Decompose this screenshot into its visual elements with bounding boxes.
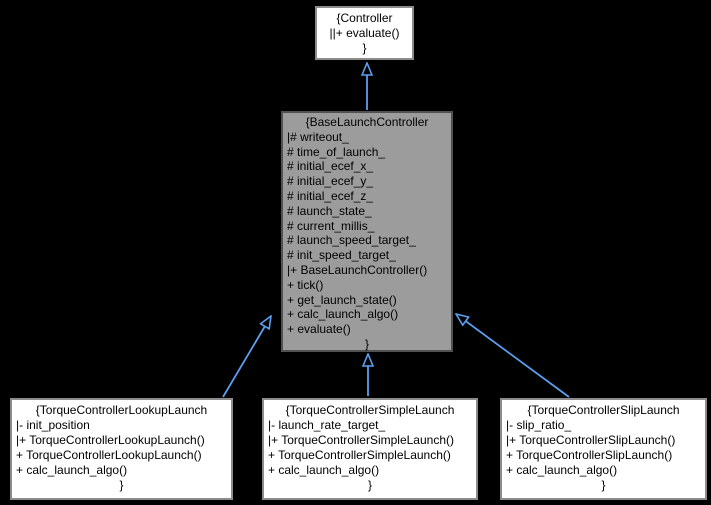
class-name-line: {TorqueControllerLookupLaunch bbox=[35, 403, 208, 417]
member-line: # initial_ecef_y_ bbox=[287, 174, 374, 189]
class-node-torque-controller-lookup-launch[interactable]: {TorqueControllerLookupLaunch|- init_pos… bbox=[10, 398, 233, 500]
member-line: + TorqueControllerSlipLaunch() bbox=[506, 448, 673, 462]
class-name-line: {TorqueControllerSlipLaunch bbox=[527, 403, 680, 417]
member-line: |+ TorqueControllerSlipLaunch() bbox=[506, 433, 676, 447]
member-line: } bbox=[119, 478, 124, 492]
member-line: |+ TorqueControllerSimpleLaunch() bbox=[268, 433, 454, 447]
member-line: + get_launch_state() bbox=[287, 292, 397, 307]
member-line: + tick() bbox=[287, 277, 324, 292]
class-node-torque-controller-slip-launch[interactable]: {TorqueControllerSlipLaunch|- slip_ratio… bbox=[500, 398, 707, 500]
class-node-base-launch-controller[interactable]: {BaseLaunchController|# writeout_# time_… bbox=[281, 111, 453, 352]
class-node-torque-controller-simple-launch[interactable]: {TorqueControllerSimpleLaunch|- launch_r… bbox=[262, 398, 478, 500]
member-line: } bbox=[364, 336, 369, 351]
member-line: # initial_ecef_x_ bbox=[287, 159, 374, 174]
member-line: + evaluate() bbox=[287, 322, 351, 337]
member-line: + calc_launch_algo() bbox=[506, 463, 618, 477]
member-line: + calc_launch_algo() bbox=[287, 307, 399, 322]
class-name-line: {Controller bbox=[336, 11, 393, 25]
member-line: # launch_state_ bbox=[287, 203, 372, 218]
member-line: # time_of_launch_ bbox=[287, 144, 386, 159]
inheritance-arrow-slip-to-base bbox=[456, 314, 570, 398]
class-name-line: {TorqueControllerSimpleLaunch bbox=[285, 403, 455, 417]
member-line: # current_millis_ bbox=[287, 218, 375, 233]
member-line: } bbox=[601, 478, 606, 492]
member-line: # launch_speed_target_ bbox=[287, 233, 416, 248]
member-line: |+ BaseLaunchController() bbox=[287, 262, 428, 277]
member-line: |+ TorqueControllerLookupLaunch() bbox=[16, 433, 205, 447]
member-line: + TorqueControllerLookupLaunch() bbox=[16, 448, 202, 462]
class-node-controller[interactable]: {Controller||+ evaluate()} bbox=[315, 6, 414, 60]
member-line: # initial_ecef_z_ bbox=[287, 188, 374, 203]
member-line: # init_speed_target_ bbox=[287, 248, 396, 263]
class-name-line: {BaseLaunchController bbox=[305, 115, 429, 129]
member-line: } bbox=[367, 478, 372, 492]
member-line: + calc_launch_algo() bbox=[16, 463, 128, 477]
inheritance-arrow-lookup-to-base bbox=[222, 316, 271, 398]
member-line: } bbox=[362, 41, 367, 55]
member-line: + TorqueControllerSimpleLaunch() bbox=[268, 448, 451, 462]
member-line: + calc_launch_algo() bbox=[268, 463, 380, 477]
member-line: |# writeout_ bbox=[287, 129, 349, 144]
member-line: ||+ evaluate() bbox=[329, 26, 400, 40]
member-line: |- init_position bbox=[16, 418, 90, 432]
member-line: |- launch_rate_target_ bbox=[268, 418, 386, 432]
member-line: |- slip_ratio_ bbox=[506, 418, 572, 432]
